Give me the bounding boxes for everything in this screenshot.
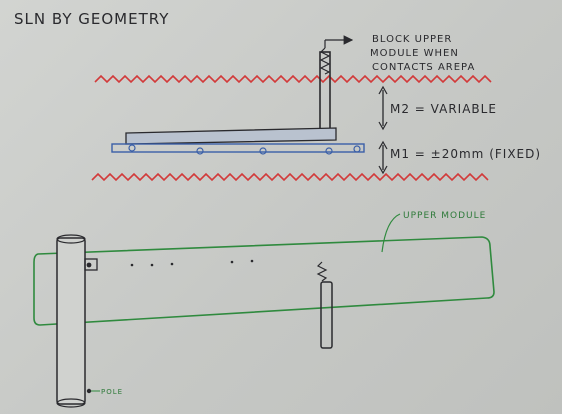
rail-roller (259, 147, 267, 155)
module-dot (230, 260, 234, 264)
pole-clamp (84, 258, 98, 271)
rail (111, 143, 365, 153)
module-dot (130, 263, 134, 267)
rail-roller (353, 145, 361, 153)
module-dot (250, 259, 254, 263)
pole-top (56, 234, 86, 244)
block-note-line3: CONTACTS AREPA (372, 62, 475, 73)
upper-module-leader (381, 213, 401, 253)
rail-roller (325, 147, 333, 155)
upper-wavy-boundary (94, 74, 492, 84)
pole (56, 237, 86, 405)
pole-clamp-bolt (86, 262, 92, 268)
upper-module-outline (33, 236, 495, 326)
module-dot (170, 262, 174, 266)
rail-roller (128, 144, 136, 152)
rail-roller (196, 147, 204, 155)
spring-icon (319, 47, 331, 75)
module-dot (150, 263, 154, 267)
m1-label: M1 = ±20mm (FIXED) (390, 147, 541, 161)
upper-module-label: UPPER MODULE (403, 211, 486, 221)
m2-label: M2 = VARIABLE (390, 102, 497, 116)
block-note-line1: BLOCK UPPER (372, 34, 452, 45)
pole-label: POLE (101, 388, 123, 396)
spring-icon (316, 261, 328, 282)
pole-bottom (56, 398, 86, 408)
module-plank (125, 127, 337, 145)
block-note-line2: MODULE WHEN (370, 48, 459, 59)
lower-wavy-boundary (91, 172, 489, 182)
lower-post (320, 281, 333, 349)
diagram-title: SLN BY GEOMETRY (14, 10, 169, 28)
pole-leader-dot (86, 388, 92, 394)
